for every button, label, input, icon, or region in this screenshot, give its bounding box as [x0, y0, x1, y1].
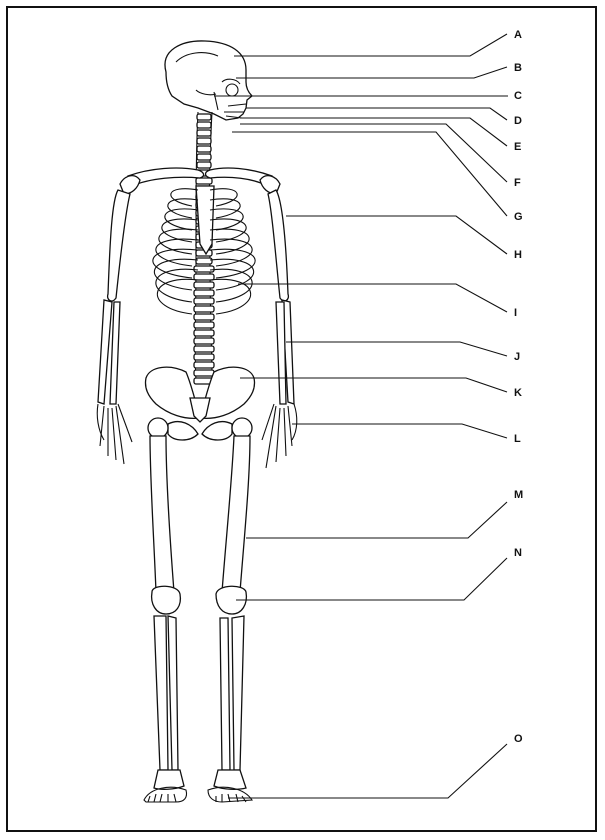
- label-L: L: [514, 433, 521, 445]
- label-A: A: [514, 29, 522, 41]
- labels: A B C D E F G H I J K L M N O: [514, 29, 523, 745]
- label-C: C: [514, 90, 522, 102]
- leader-lines: [214, 34, 508, 798]
- vertebra: [194, 370, 214, 376]
- vertebra: [197, 154, 211, 160]
- vertebra: [194, 266, 214, 272]
- label-J: J: [514, 351, 520, 363]
- left-arm: [97, 190, 132, 464]
- leader-J: [286, 342, 507, 356]
- vertebra: [197, 146, 211, 152]
- label-G: G: [514, 211, 523, 223]
- vertebra: [194, 338, 214, 344]
- rib-left: [156, 239, 198, 266]
- vertebra: [197, 162, 211, 168]
- rib-left: [157, 279, 198, 314]
- label-D: D: [514, 115, 522, 127]
- right-leg: [208, 418, 252, 802]
- vertebra: [194, 322, 214, 328]
- leader-F: [240, 124, 507, 182]
- left-leg: [144, 418, 187, 802]
- leader-A: [234, 34, 507, 56]
- rib-left: [162, 219, 198, 242]
- vertebra: [194, 274, 214, 280]
- vertebra: [197, 130, 211, 136]
- leader-H: [286, 216, 507, 254]
- vertebra: [197, 114, 211, 120]
- vertebra: [196, 258, 212, 264]
- skull: [165, 41, 252, 120]
- right-arm: [262, 190, 297, 468]
- vertebra: [194, 314, 214, 320]
- label-H: H: [514, 249, 522, 261]
- vertebra: [194, 290, 214, 296]
- vertebra: [194, 306, 214, 312]
- label-F: F: [514, 177, 521, 189]
- label-I: I: [514, 307, 517, 319]
- vertebra: [194, 346, 214, 352]
- rib-left: [171, 189, 198, 206]
- vertebra: [196, 178, 212, 184]
- vertebra: [197, 138, 211, 144]
- rib-right: [210, 219, 246, 242]
- leader-M: [246, 502, 507, 538]
- label-N: N: [514, 547, 522, 559]
- vertebra: [194, 282, 214, 288]
- vertebra: [194, 298, 214, 304]
- label-E: E: [514, 141, 521, 153]
- leader-B: [236, 67, 507, 78]
- vertebra: [194, 362, 214, 368]
- label-M: M: [514, 489, 523, 501]
- label-B: B: [514, 62, 522, 74]
- rib-right: [210, 239, 252, 266]
- vertebra: [197, 122, 211, 128]
- vertebra: [194, 330, 214, 336]
- vertebra: [194, 354, 214, 360]
- label-K: K: [514, 387, 522, 399]
- leader-L: [292, 424, 507, 438]
- leader-N: [236, 558, 507, 600]
- label-O: O: [514, 733, 523, 745]
- leader-O: [228, 744, 507, 798]
